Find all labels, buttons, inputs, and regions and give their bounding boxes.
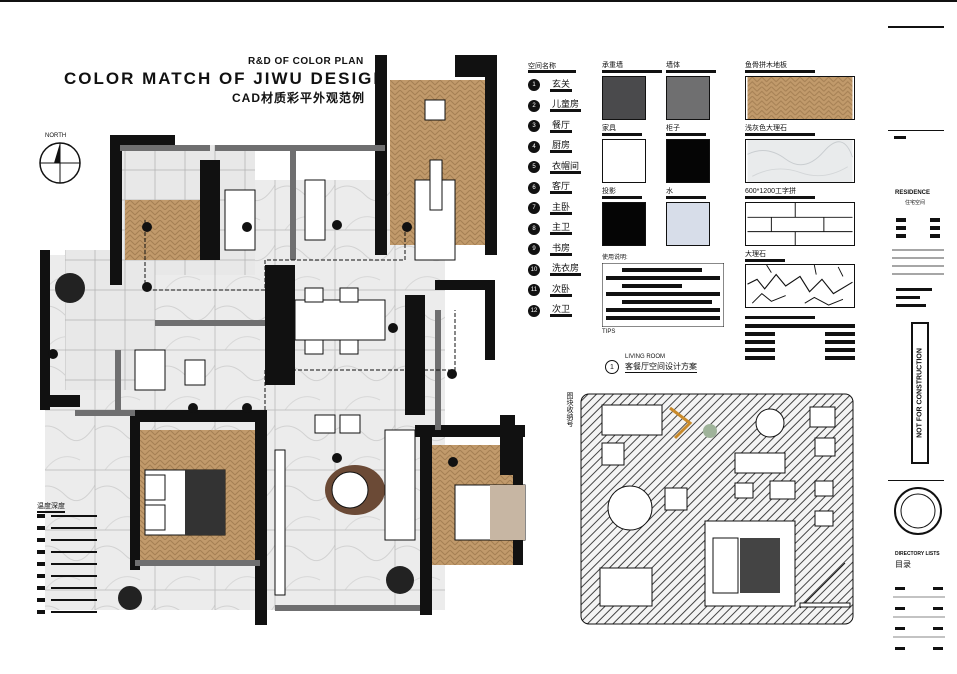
label-wood-floor: 鱼骨拼木地板 (745, 62, 815, 73)
titleblock-top-line (888, 26, 944, 28)
swatch-stone (745, 264, 855, 308)
label-water: 水 (666, 188, 706, 199)
legend-heading-underline (528, 70, 576, 73)
legend-room-number: 10 (528, 263, 540, 276)
swatch-tile (745, 202, 855, 246)
swatch-cabinet (666, 139, 710, 183)
titleblock-rule-2 (888, 480, 944, 481)
depth-table (37, 514, 97, 614)
legend-room-row: 5 衣帽间 (528, 159, 582, 175)
north-label: NORTH (45, 133, 67, 139)
plan-title-cn: CAD材质彩平外观范例 (232, 91, 365, 105)
legend-room-name: 书房 (550, 243, 573, 256)
swatch-furniture (602, 139, 646, 183)
legend-room-name: 客厅 (550, 181, 573, 194)
label-stone: 大理石 (745, 251, 785, 262)
legend-room-name: 次卫 (550, 304, 573, 317)
titleblock-project-cn: 住宅空间 (905, 200, 926, 206)
legend-room-number: 6 (528, 181, 540, 194)
legend-room-name: 厨房 (550, 140, 573, 153)
legend-room-name: 儿童房 (550, 99, 582, 112)
legend-room-number: 9 (528, 243, 540, 255)
usage-note-label: 使用说明: (602, 255, 628, 261)
living-plan-label-cn: 客餐厅空间设计方案 (625, 362, 697, 373)
legend-room-number: 4 (528, 140, 540, 153)
legend-room-name: 玄关 (550, 79, 573, 92)
legend-room-number: 11 (528, 284, 540, 296)
directory-rows (893, 587, 945, 650)
legend-room-number: 1 (528, 79, 540, 91)
legend-heading: 空间名称 (528, 63, 556, 70)
legend-room-row: 6 客厅 (528, 180, 573, 196)
legend-room-name: 洗衣房 (550, 263, 582, 276)
label-tile: 600*1200工字拼 (745, 188, 815, 199)
legend-room-name: 餐厅 (550, 120, 573, 133)
label-load-wall: 承重墙 (602, 62, 662, 73)
living-plan-label-en: LIVING ROOM (625, 354, 666, 360)
legend-room-row: 3 餐厅 (528, 118, 573, 134)
legend-room-row: 4 厨房 (528, 139, 573, 155)
titleblock-project-en: RESIDENCE (895, 190, 931, 196)
legend-room-row: 9 书房 (528, 241, 573, 257)
legend-room-name: 主卫 (550, 222, 573, 235)
legend-room-number: 3 (528, 120, 540, 132)
legend-room-row: 11 次卧 (528, 282, 573, 298)
titleblock-logo-icon (894, 487, 942, 535)
not-for-construction-stamp: NOT FOR CONSTRUCTION (911, 322, 929, 464)
legend-room-number: 5 (528, 161, 540, 173)
legend-room-name: 次卧 (550, 284, 573, 297)
label-cabinet: 柜子 (666, 125, 706, 136)
plan-title: COLOR MATCH OF JIWU DESIGN (64, 69, 388, 88)
north-compass-icon (39, 142, 81, 184)
swatch-load-wall (602, 76, 646, 120)
legend-room-row: 12 次卫 (528, 303, 573, 319)
swatch-shadow (602, 202, 646, 246)
swatch-wall (666, 76, 710, 120)
legend-room-number: 7 (528, 202, 540, 214)
block-library-panel (580, 393, 854, 625)
floor-plan (40, 55, 526, 625)
legend-room-number: 12 (528, 304, 540, 317)
stone-notes (745, 316, 855, 360)
label-marble: 浅灰色大理石 (745, 125, 815, 136)
label-wall: 墙体 (666, 62, 716, 73)
page-top-border (0, 0, 957, 2)
titleblock-mark (894, 136, 906, 139)
legend-room-name: 主卧 (550, 202, 573, 215)
titleblock-rule (888, 130, 944, 131)
titleblock-rows (892, 218, 944, 307)
depth-label: 温度深度 (37, 501, 65, 513)
swatch-wood-floor (745, 76, 855, 120)
directory-label-en: DIRECTORY LISTS (895, 551, 940, 557)
legend-room-name: 衣帽间 (550, 161, 582, 174)
block-library-label: 图块收纳号 (566, 392, 573, 427)
label-shadow: 投影 (602, 188, 642, 199)
plan-subtitle: R&D OF COLOR PLAN (248, 56, 364, 67)
legend-room-row: 2 儿童房 (528, 98, 582, 114)
label-furniture: 家具 (602, 125, 642, 136)
tips-label: TIPS (602, 329, 616, 335)
legend-room-row: 10 洗衣房 (528, 262, 582, 278)
usage-note-lines (602, 263, 724, 327)
legend-room-number: 8 (528, 222, 540, 235)
directory-label-cn: 目录 (895, 560, 911, 569)
living-plan-marker: 1 (605, 360, 619, 374)
legend-room-row: 1 玄关 (528, 77, 573, 93)
legend-room-row: 7 主卧 (528, 200, 573, 216)
swatch-marble (745, 139, 855, 183)
not-for-construction-text: NOT FOR CONSTRUCTION (916, 348, 924, 438)
legend-room-number: 2 (528, 99, 540, 112)
swatch-water (666, 202, 710, 246)
legend-room-row: 8 主卫 (528, 221, 573, 237)
